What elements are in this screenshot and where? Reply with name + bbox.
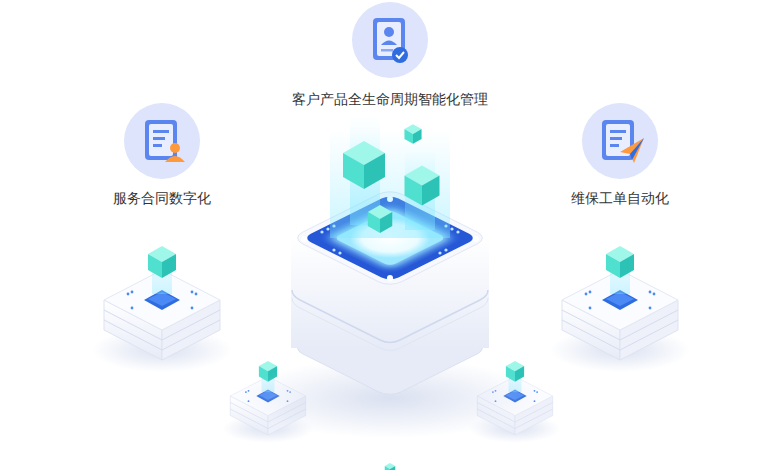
contract-icon bbox=[352, 2, 428, 78]
feature-label: 服务合同数字化 bbox=[109, 187, 215, 209]
server-right bbox=[550, 246, 690, 372]
feature-label: 维保工单自动化 bbox=[567, 187, 673, 209]
server-left bbox=[92, 246, 232, 372]
icon-caption-node: 维保工单自动化 bbox=[567, 187, 673, 209]
icon-caption-node: 客户产品全生命周期智能化管理 bbox=[288, 88, 492, 110]
main-server bbox=[240, 115, 540, 438]
feature-label: 客户产品全生命周期智能化管理 bbox=[288, 88, 492, 110]
service-icon bbox=[124, 103, 200, 179]
icon-caption-node: 服务合同数字化 bbox=[109, 187, 215, 209]
workorder-icon bbox=[582, 103, 658, 179]
